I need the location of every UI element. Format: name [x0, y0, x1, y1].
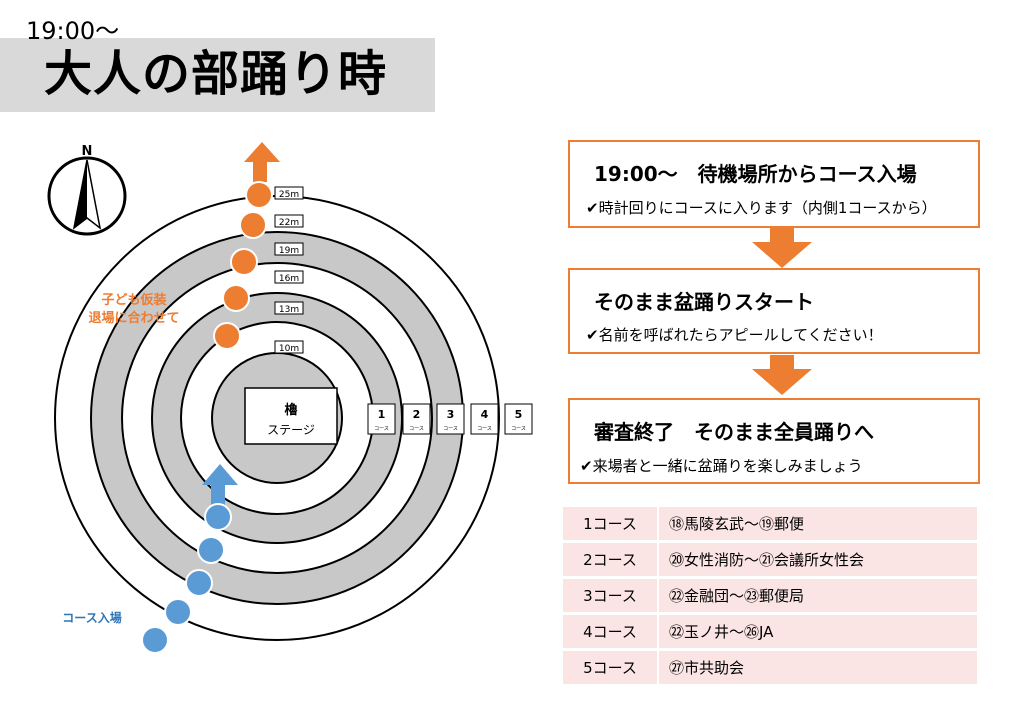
flow-step-sub: ✔来場者と一緒に盆踊りを楽しみましょう — [580, 457, 863, 475]
table-row: 3コース ㉒金融団〜㉓郵便局 — [563, 579, 977, 612]
title-banner — [0, 38, 435, 112]
course-box-sub: コース — [443, 426, 458, 432]
exit-dot — [213, 322, 241, 350]
course-box-sub: コース — [511, 426, 526, 432]
exit-note-line2: 退場に合わせて — [88, 310, 179, 326]
start-time: 19:00〜 — [26, 17, 120, 45]
flow-step-title: 審査終了 そのまま全員踊りへ — [594, 420, 874, 444]
course-box-sub: コース — [409, 426, 424, 432]
table-row: 2コース ⑳女性消防〜㉑会議所女性会 — [563, 543, 977, 576]
course-groups: ㉒金融団〜㉓郵便局 — [657, 579, 977, 612]
flow-step-3: 審査終了 そのまま全員踊りへ ✔来場者と一緒に盆踊りを楽しみましょう — [568, 398, 980, 484]
exit-path — [213, 142, 280, 350]
course-box-number: 5 — [515, 408, 523, 421]
course-table: 1コース ⑱馬陵玄武〜⑲郵便 2コース ⑳女性消防〜㉑会議所女性会 3コース ㉒… — [563, 504, 977, 687]
table-row: 4コース ㉒玉ノ井〜㉖JA — [563, 615, 977, 648]
distance-label-19: 19m — [279, 246, 299, 256]
page-title: 大人の部踊り時 — [44, 46, 388, 102]
flow-step-title: 19:00〜 待機場所からコース入場 — [594, 162, 917, 186]
course-box-sub: コース — [374, 426, 389, 432]
exit-note-line1: 子ども仮装 — [101, 292, 166, 308]
course-groups: ㉒玉ノ井〜㉖JA — [657, 615, 977, 648]
course-name: 1コース — [563, 507, 657, 540]
compass-label: N — [82, 144, 93, 159]
course-groups: ⑱馬陵玄武〜⑲郵便 — [657, 507, 977, 540]
distance-labels: 25m 22m 19m 16m 13m 10m — [274, 186, 304, 354]
course-name: 5コース — [563, 651, 657, 684]
stage-sub: ステージ — [267, 423, 315, 437]
course-name: 3コース — [563, 579, 657, 612]
distance-label-25: 25m — [279, 190, 299, 200]
entry-note: コース入場 — [62, 610, 121, 625]
exit-dot — [230, 248, 258, 276]
course-box-number: 1 — [378, 408, 386, 421]
distance-label-22: 22m — [279, 218, 299, 228]
course-groups: ⑳女性消防〜㉑会議所女性会 — [657, 543, 977, 576]
stage-name: 櫓 — [284, 402, 297, 418]
table-row: 5コース ㉗市共助会 — [563, 651, 977, 684]
compass: N — [47, 144, 127, 236]
entry-path — [141, 464, 238, 654]
flow-step-1: 19:00〜 待機場所からコース入場 ✔時計回りにコースに入ります（内側1コース… — [568, 140, 980, 228]
entry-dot — [164, 598, 192, 626]
distance-label-13: 13m — [279, 305, 299, 315]
stage: 櫓 ステージ — [244, 387, 338, 445]
course-name: 4コース — [563, 615, 657, 648]
flow-step-title: そのまま盆踊りスタート — [594, 290, 814, 314]
course-box-sub: コース — [477, 426, 492, 432]
north-arrow-shade — [74, 160, 87, 228]
exit-dot — [239, 211, 267, 239]
exit-arrow-icon — [244, 142, 280, 182]
entry-dot — [185, 569, 213, 597]
flow-step-sub: ✔名前を呼ばれたらアピールしてください！ — [586, 326, 883, 344]
table-row: 1コース ⑱馬陵玄武〜⑲郵便 — [563, 507, 977, 540]
distance-label-10: 10m — [279, 344, 299, 354]
course-name: 2コース — [563, 543, 657, 576]
entry-dot — [204, 503, 232, 531]
course-box-3: 3 コース — [436, 403, 465, 435]
exit-dot — [245, 181, 273, 209]
flow-step-sub: ✔時計回りにコースに入ります（内側1コースから） — [586, 199, 937, 217]
course-number-boxes: 1 コース 2 コース 3 コース 4 コース 5 コース — [367, 403, 533, 435]
course-box-2: 2 コース — [402, 403, 431, 435]
flow-step-2: そのまま盆踊りスタート ✔名前を呼ばれたらアピールしてください！ — [568, 268, 980, 354]
exit-dot — [222, 284, 250, 312]
course-box-number: 2 — [413, 408, 421, 421]
course-box-number: 3 — [447, 408, 455, 421]
course-box-number: 4 — [481, 408, 489, 421]
entry-dot — [197, 536, 225, 564]
course-box-4: 4 コース — [470, 403, 499, 435]
entry-dot — [141, 626, 169, 654]
course-box-1: 1 コース — [367, 403, 396, 435]
distance-label-16: 16m — [279, 274, 299, 284]
course-groups: ㉗市共助会 — [657, 651, 977, 684]
course-box-5: 5 コース — [504, 403, 533, 435]
entry-arrow-icon — [202, 464, 238, 506]
